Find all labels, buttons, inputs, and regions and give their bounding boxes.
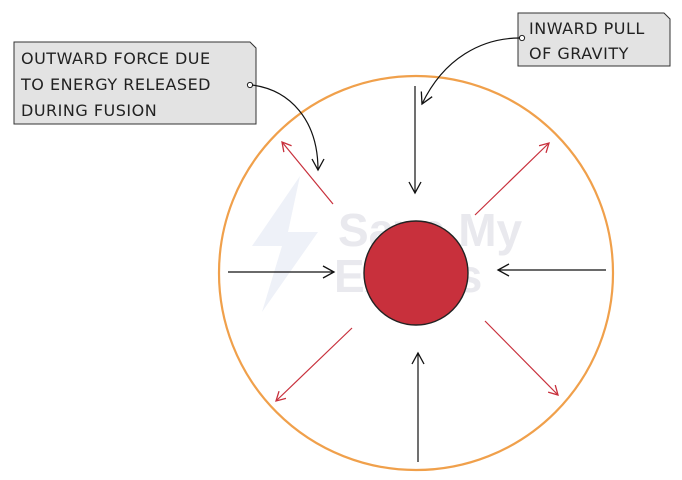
callout-leader-line [251,84,325,172]
fusion-arrow-bottom-right [484,320,559,396]
star-outline [217,74,615,472]
callout-leader-line [420,37,521,106]
fusion-arrow-bottom-left [275,327,353,402]
inward-pull-callout: INWARD PULL OF GRAVITY [420,12,671,106]
star-core [363,220,469,326]
fusion-arrows [275,140,559,402]
callout-line-1: OUTWARD FORCE DUE [21,49,211,68]
callout-box [517,12,671,67]
callout-line-1: INWARD PULL [529,19,645,38]
outward-force-callout: OUTWARD FORCE DUE TO ENERGY RELEASED DUR… [13,41,325,172]
fusion-arrow-top-right [474,142,550,216]
watermark-bolt-icon [252,176,318,312]
callout-line-3: DURING FUSION [21,101,157,120]
gravity-arrows [228,86,606,462]
fusion-arrow-top-left [281,140,334,205]
callout-line-2: TO ENERGY RELEASED [20,75,211,94]
callout-anchor-dot [246,81,254,89]
callout-line-2: OF GRAVITY [529,44,629,63]
callout-anchor-dot [518,34,526,42]
